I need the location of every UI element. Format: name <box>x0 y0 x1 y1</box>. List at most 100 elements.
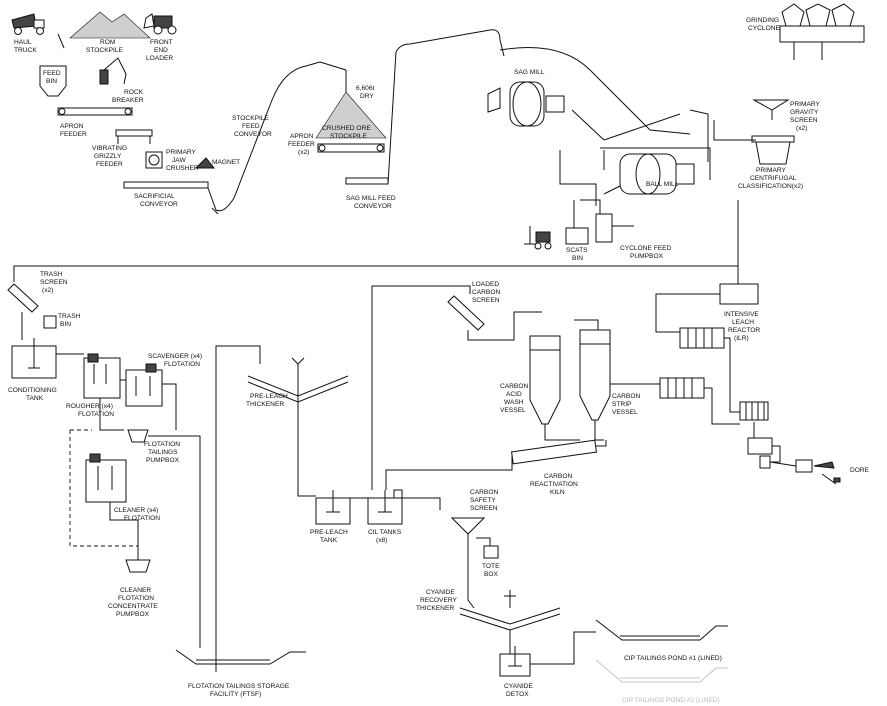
svg-text:THICKENER: THICKENER <box>246 401 284 408</box>
svg-text:GRIZZLY: GRIZZLY <box>94 153 122 160</box>
label-apron-feeder: APRON FEEDER <box>60 123 87 138</box>
carbon-reactivation-kiln <box>511 439 607 465</box>
svg-text:APRON: APRON <box>290 133 314 140</box>
svg-text:RECOVERY: RECOVERY <box>420 597 457 604</box>
svg-text:SCREEN: SCREEN <box>472 297 500 304</box>
filter-press <box>739 401 769 421</box>
svg-text:DRY: DRY <box>360 93 374 100</box>
loaded-carbon-screen <box>447 295 542 341</box>
sacrificial-conveyor <box>123 181 209 189</box>
svg-text:STOCKPILE: STOCKPILE <box>330 133 367 140</box>
label-rom-stockpile: ROM STOCKPILE <box>86 39 123 54</box>
pre-leach-tank <box>315 490 351 525</box>
vibrating-grizzly-feeder <box>115 129 153 144</box>
svg-text:CIL TANKS: CIL TANKS <box>368 529 402 536</box>
svg-text:FRONT: FRONT <box>150 39 173 46</box>
primary-centrifugal-concentrator <box>751 135 795 165</box>
drying-oven <box>747 437 773 455</box>
dore-pour-icon <box>795 459 841 485</box>
svg-text:PRIMARY: PRIMARY <box>166 149 197 156</box>
label-carbon-reactivation-kiln: CARBON REACTIVATION KILN <box>530 473 578 496</box>
svg-text:FLOTATION: FLOTATION <box>124 515 160 522</box>
label-cil-tanks: CIL TANKS (x8) <box>368 529 402 544</box>
svg-text:ACID: ACID <box>506 391 522 398</box>
scats-bin <box>565 227 589 245</box>
svg-text:TRASH: TRASH <box>40 271 63 278</box>
label-magnet: MAGNET <box>212 159 240 166</box>
svg-text:BOX: BOX <box>484 571 499 578</box>
svg-text:FEEDER: FEEDER <box>288 141 315 148</box>
svg-text:GRAVITY: GRAVITY <box>790 109 819 116</box>
svg-text:(x2): (x2) <box>42 287 53 294</box>
label-rock-breaker: ROCK BREAKER <box>112 89 144 104</box>
svg-text:BIN: BIN <box>60 321 71 328</box>
svg-text:PUMPBOX: PUMPBOX <box>630 253 664 260</box>
label-trash-bin: TRASH BIN <box>58 313 81 328</box>
svg-text:(x2): (x2) <box>298 149 309 156</box>
svg-text:FLOTATION: FLOTATION <box>144 441 180 448</box>
label-sacrificial-conveyor: SACRIFICIAL CONVEYOR <box>134 193 178 208</box>
cyanide-detox-tank <box>499 630 531 677</box>
label-cip-tailings-pond-1: CIP TAILINGS POND #1 (LINED) <box>624 655 722 662</box>
svg-text:ROUGHER (x4): ROUGHER (x4) <box>66 403 113 410</box>
label-primary-jaw-crusher: PRIMARY JAW CRUSHER <box>166 149 199 172</box>
svg-text:CONDITIONING: CONDITIONING <box>8 387 57 394</box>
trash-screen <box>7 283 39 340</box>
svg-text:(x2): (x2) <box>796 125 807 132</box>
haul-truck-icon <box>11 13 45 35</box>
svg-text:PRIMARY: PRIMARY <box>756 167 787 174</box>
svg-text:FEED: FEED <box>242 123 260 130</box>
label-cleaner-flotation-concentrate-pumpbox: CLEANER FLOTATION CONCENTRATE PUMPBOX <box>108 587 158 618</box>
svg-text:TAILINGS: TAILINGS <box>148 449 178 456</box>
label-vibrating-grizzly-feeder: VIBRATING GRIZZLY FEEDER <box>92 145 127 168</box>
label-crushed-ore-stockpile: CRUSHED ORE STOCKPILE <box>322 125 371 140</box>
cleaner-flotation-concentrate-pumpbox <box>125 559 151 573</box>
grinding-cyclone <box>779 3 865 60</box>
carbon-acid-wash-vessel <box>529 335 580 441</box>
svg-text:STRIP: STRIP <box>612 401 632 408</box>
svg-text:CRUSHED ORE: CRUSHED ORE <box>322 125 371 132</box>
label-tote-box: TOTE BOX <box>482 563 500 578</box>
svg-text:SCREEN: SCREEN <box>790 117 818 124</box>
svg-text:APRON: APRON <box>60 123 84 130</box>
pre-leach-thickener <box>247 357 349 497</box>
tote-box <box>483 545 499 559</box>
svg-text:SCATS: SCATS <box>566 247 588 254</box>
svg-text:FLOTATION: FLOTATION <box>164 361 200 368</box>
svg-text:BIN: BIN <box>46 78 57 85</box>
magnet-icon <box>194 157 216 169</box>
svg-text:REACTIVATION: REACTIVATION <box>530 481 578 488</box>
svg-text:CLEANER: CLEANER <box>120 587 151 594</box>
primary-jaw-crusher <box>145 151 163 169</box>
label-carbon-safety-screen: CARBON SAFETY SCREEN <box>470 489 498 512</box>
svg-text:CARBON: CARBON <box>472 289 500 296</box>
label-haul-truck: HAUL TRUCK <box>14 39 37 54</box>
svg-text:ROM: ROM <box>100 39 115 46</box>
cyclone-feed-pumpbox <box>595 213 634 243</box>
label-cyclone-feed-pumpbox: CYCLONE FEED PUMPBOX <box>620 245 672 260</box>
svg-text:ROCK: ROCK <box>124 89 144 96</box>
svg-text:LOADED: LOADED <box>472 281 499 288</box>
svg-text:CARBON: CARBON <box>544 473 572 480</box>
svg-text:BALL MILL: BALL MILL <box>646 181 679 188</box>
label-sag-mill-feed-conveyor: SAG MILL FEED CONVEYOR <box>346 195 396 210</box>
svg-text:FLOTATION: FLOTATION <box>118 595 154 602</box>
svg-text:KILN: KILN <box>550 489 565 496</box>
svg-text:(x8): (x8) <box>376 537 387 544</box>
svg-text:(ILR): (ILR) <box>734 335 749 342</box>
cip-tailings-pond-2 <box>595 659 728 683</box>
cil-tanks <box>350 489 403 525</box>
svg-text:STOCKPILE: STOCKPILE <box>232 115 269 122</box>
label-cleaner-flotation: CLEANER (x4) FLOTATION <box>114 507 160 522</box>
svg-text:PRIMARY: PRIMARY <box>790 101 821 108</box>
svg-text:CYCLONE: CYCLONE <box>748 25 780 32</box>
label-scavenger-flotation: SCAVENGER (x4) FLOTATION <box>148 353 202 368</box>
svg-text:LOADER: LOADER <box>146 55 173 62</box>
label-carbon-acid-wash-vessel: CARBON ACID WASH VESSEL <box>500 383 528 414</box>
label-dore: DORE <box>850 467 870 474</box>
flotation-tailings-pumpbox <box>127 429 149 443</box>
svg-text:FACILITY (FTSF): FACILITY (FTSF) <box>210 691 261 698</box>
svg-text:SCREEN: SCREEN <box>40 279 68 286</box>
